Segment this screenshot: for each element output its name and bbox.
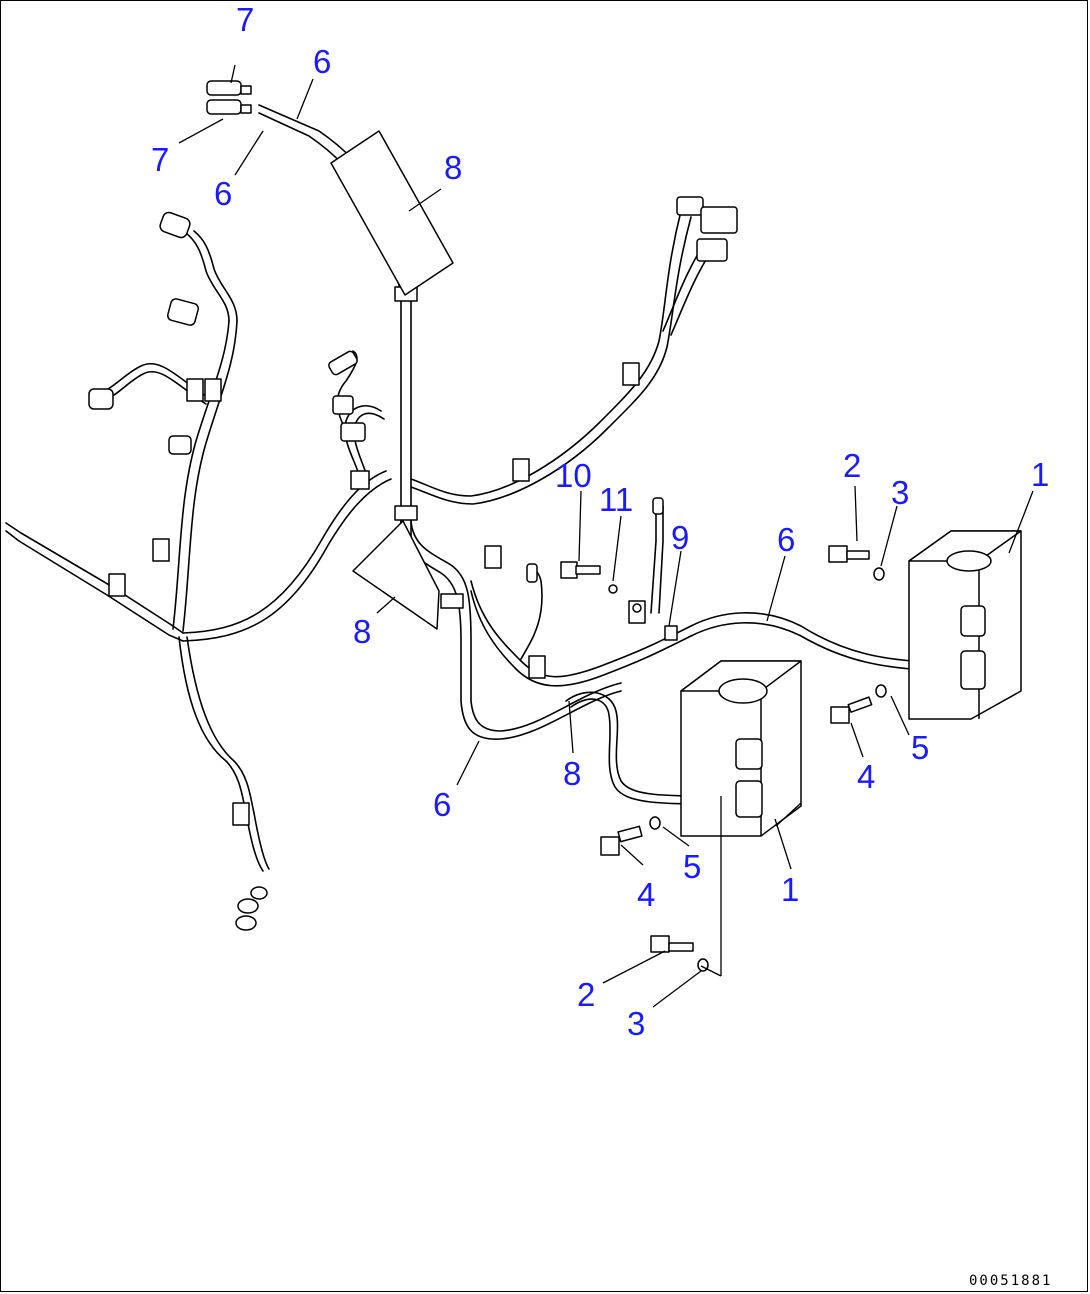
harness-wires <box>5 104 962 872</box>
tag-plate <box>330 130 454 296</box>
washer-tank-center <box>600 660 802 972</box>
callout-2: 2 <box>577 976 595 1013</box>
callout-labels: 7 6 7 6 8 10 11 9 6 2 3 1 8 4 5 6 8 5 4 … <box>151 1 1049 1042</box>
harness-tags <box>330 130 454 630</box>
callout-6: 6 <box>313 43 331 80</box>
drawing-code: 00051881 <box>969 1273 1052 1289</box>
harness-connectors <box>88 80 738 931</box>
callout-9: 9 <box>671 519 689 556</box>
callout-11: 11 <box>599 481 633 518</box>
callout-4: 4 <box>857 758 875 795</box>
tag-plate <box>352 520 440 630</box>
callout-3: 3 <box>627 1005 645 1042</box>
washer-tank-right <box>828 530 1022 724</box>
callout-6: 6 <box>433 786 451 823</box>
callout-8: 8 <box>563 755 581 792</box>
callout-4: 4 <box>637 876 655 913</box>
callout-7: 7 <box>236 1 254 38</box>
callout-5: 5 <box>683 848 701 885</box>
callout-1: 1 <box>1031 456 1049 493</box>
callout-10: 10 <box>555 457 592 494</box>
callout-6: 6 <box>777 521 795 558</box>
callout-8: 8 <box>353 613 371 650</box>
callout-5: 5 <box>911 729 929 766</box>
callout-8: 8 <box>444 149 462 186</box>
leader-lines <box>178 64 1034 1008</box>
callout-7: 7 <box>151 141 169 178</box>
callout-1: 1 <box>781 871 799 908</box>
connector-plug <box>206 80 242 96</box>
callout-3: 3 <box>891 474 909 511</box>
callout-6: 6 <box>214 175 232 212</box>
callout-2: 2 <box>843 447 861 484</box>
connector-plug <box>206 99 242 115</box>
